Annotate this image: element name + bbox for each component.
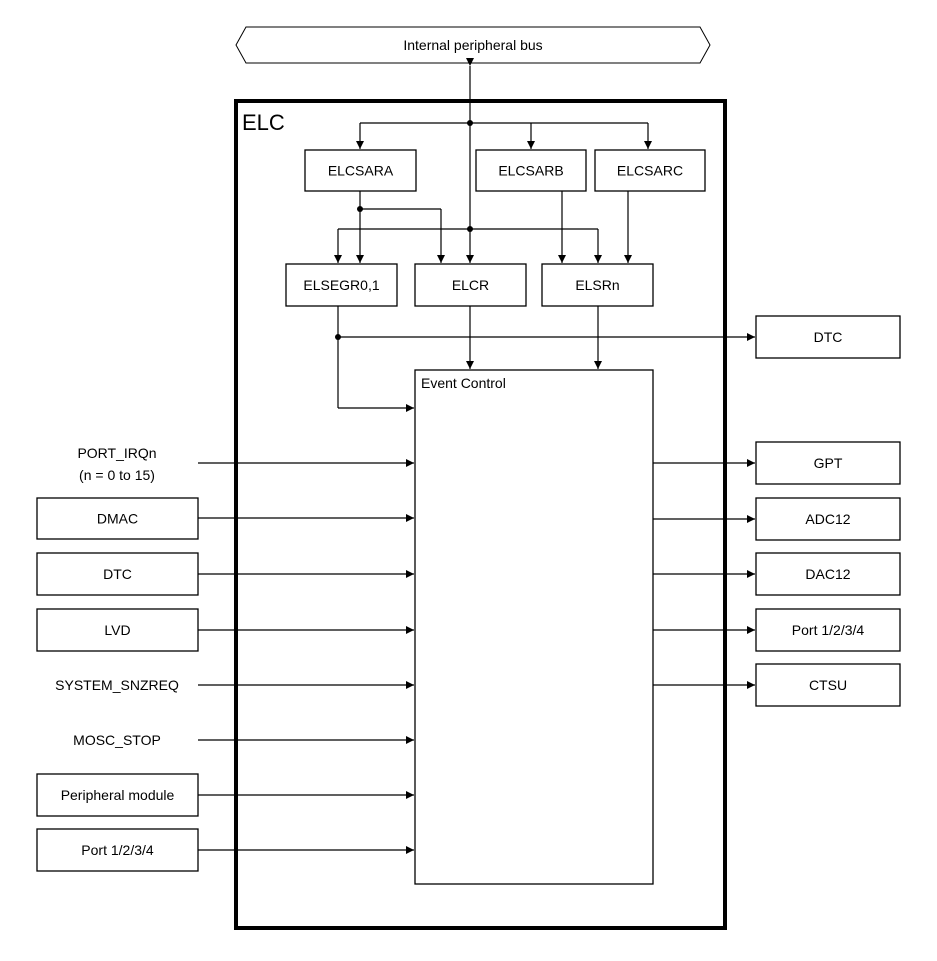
svg-text:(n = 0 to 15): (n = 0 to 15) [79, 467, 155, 483]
elcsara-register: ELCSARA [304, 149, 417, 192]
input-mosc-stop: MOSC_STOP [73, 732, 161, 748]
input-dmac: DMAC [36, 497, 199, 540]
svg-text:ADC12: ADC12 [805, 511, 850, 527]
svg-text:PORT_IRQn: PORT_IRQn [77, 445, 156, 461]
svg-text:ELCSARB: ELCSARB [498, 163, 563, 179]
svg-text:DMAC: DMAC [97, 511, 138, 527]
elsrn-register: ELSRn [541, 263, 654, 307]
internal-peripheral-bus: Internal peripheral bus [235, 26, 711, 64]
elc-container [234, 99, 727, 930]
input-dtc: DTC [36, 552, 199, 596]
elcsarb-register: ELCSARB [475, 149, 587, 192]
register-to-event-lines [335, 306, 755, 412]
svg-text:LVD: LVD [104, 622, 130, 638]
output-dac12: DAC12 [755, 552, 901, 596]
elc-title: ELC [242, 110, 285, 135]
input-system-snzreq: SYSTEM_SNZREQ [55, 677, 179, 693]
output-dtc: DTC [755, 315, 901, 359]
svg-text:DAC12: DAC12 [805, 566, 850, 582]
svg-text:ELSEGR0,1: ELSEGR0,1 [303, 277, 379, 293]
bus-label: Internal peripheral bus [403, 37, 542, 53]
elcsarc-register: ELCSARC [594, 149, 706, 192]
input-arrows [198, 459, 414, 854]
event-control-block: Event Control [414, 369, 654, 885]
svg-text:GPT: GPT [814, 455, 843, 471]
bus-branch-lines [334, 226, 602, 263]
input-lvd: LVD [36, 608, 199, 652]
svg-text:Event Control: Event Control [421, 375, 506, 391]
svg-text:ELCR: ELCR [452, 277, 489, 293]
register-bus-lines [356, 120, 652, 149]
svg-text:Peripheral module: Peripheral module [61, 787, 175, 803]
output-gpt: GPT [755, 441, 901, 485]
output-adc12: ADC12 [755, 497, 901, 541]
elsegr-register: ELSEGR0,1 [285, 263, 398, 307]
input-peripheral-module: Peripheral module [36, 773, 199, 817]
input-port: Port 1/2/3/4 [36, 828, 199, 872]
output-port: Port 1/2/3/4 [755, 608, 901, 652]
svg-text:Port 1/2/3/4: Port 1/2/3/4 [792, 622, 865, 638]
elcr-register: ELCR [414, 263, 527, 307]
svg-text:CTSU: CTSU [809, 677, 847, 693]
svg-text:DTC: DTC [103, 566, 132, 582]
output-ctsu: CTSU [755, 663, 901, 707]
output-arrows [653, 459, 755, 689]
svg-text:Port 1/2/3/4: Port 1/2/3/4 [81, 842, 154, 858]
elcsara-connections [356, 191, 445, 263]
svg-text:ELCSARA: ELCSARA [328, 163, 394, 179]
svg-text:ELCSARC: ELCSARC [617, 163, 683, 179]
svg-text:ELSRn: ELSRn [575, 277, 619, 293]
svg-text:DTC: DTC [814, 329, 843, 345]
input-port-irq: PORT_IRQn (n = 0 to 15) [77, 445, 156, 483]
